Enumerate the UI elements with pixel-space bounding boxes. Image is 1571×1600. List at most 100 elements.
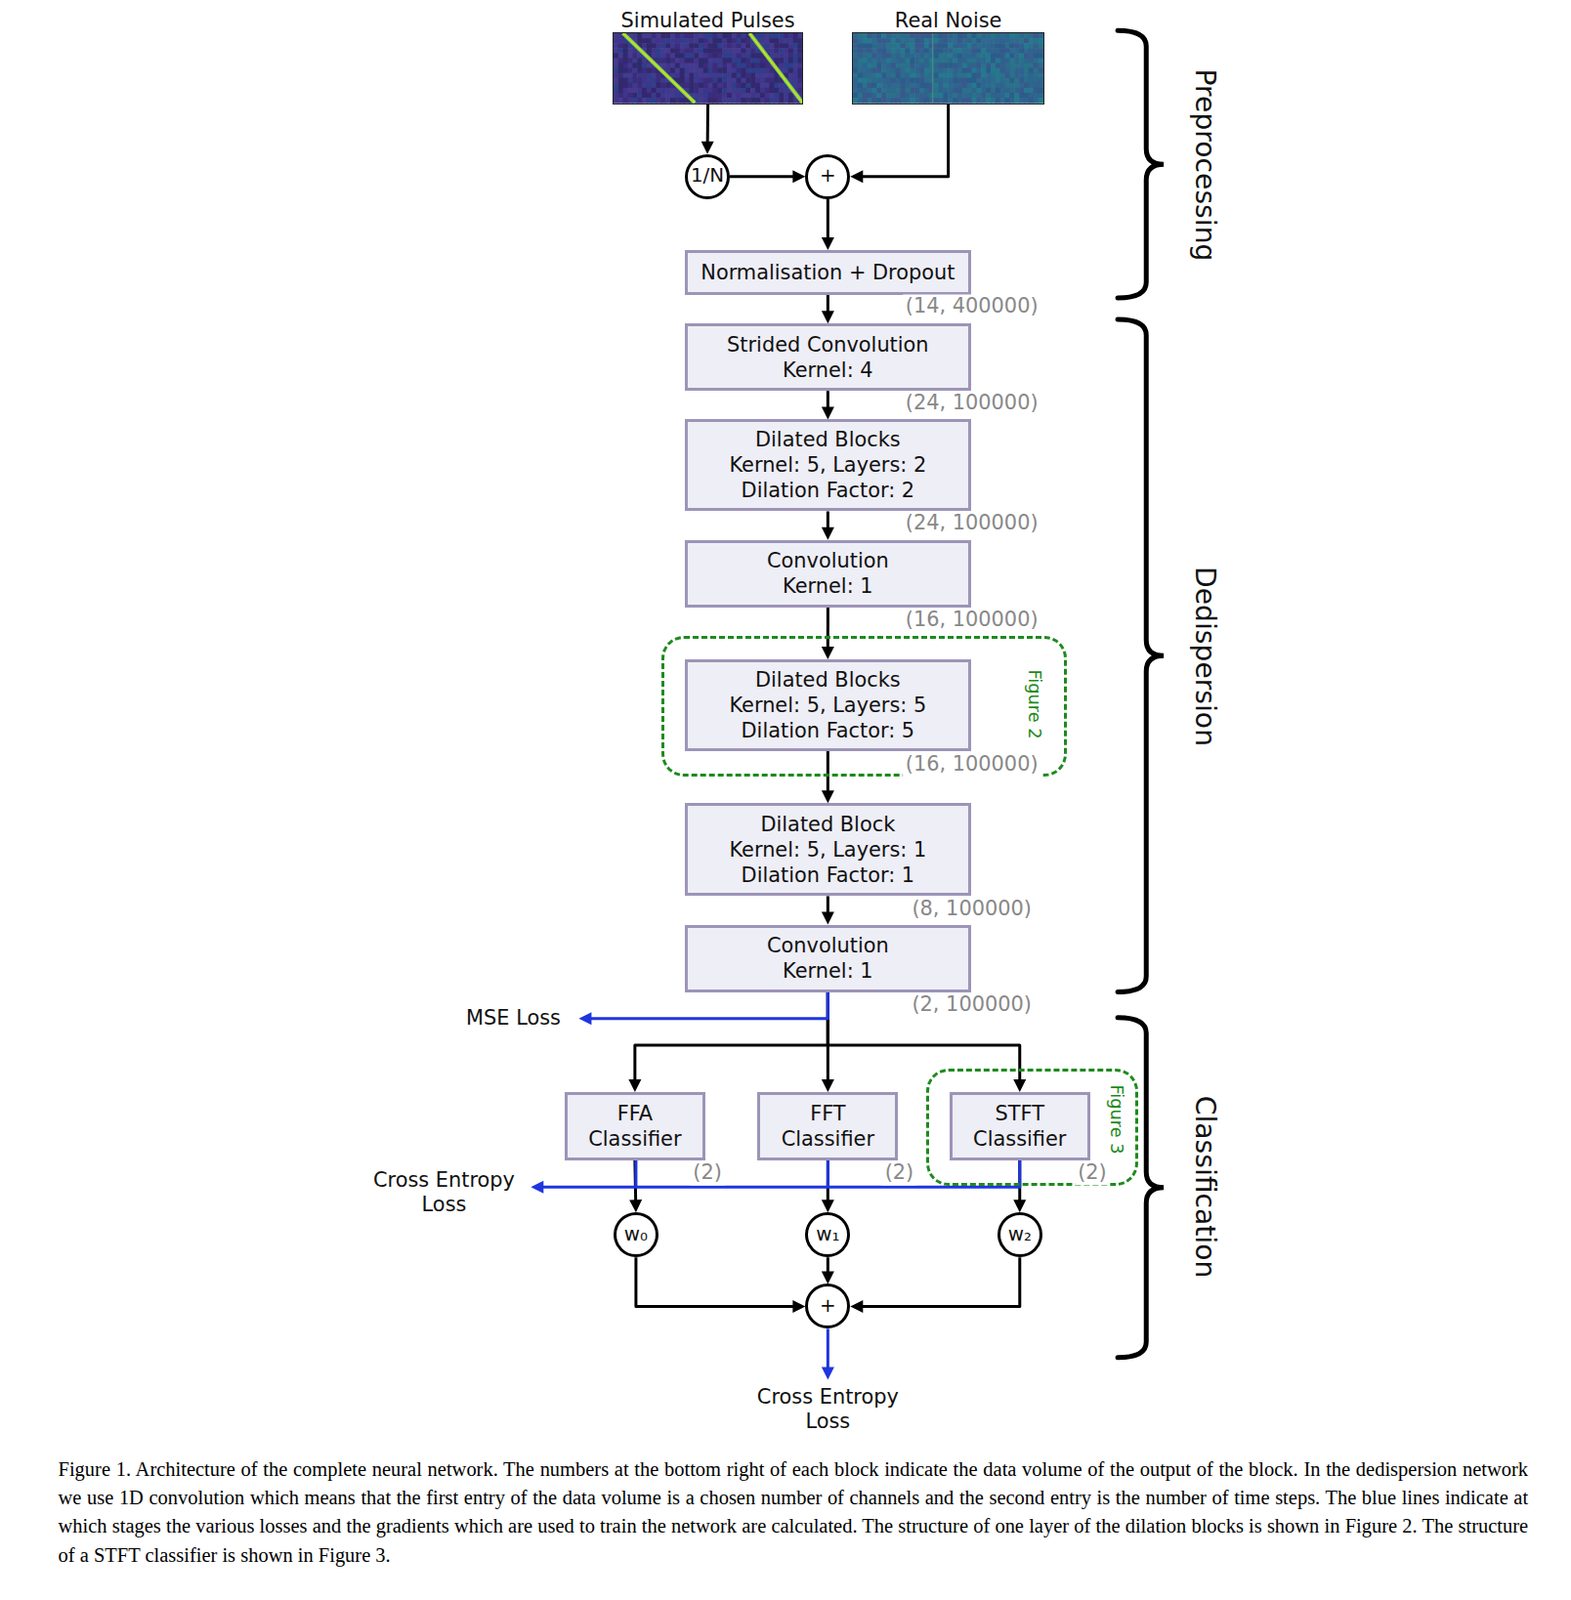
- arrow-head: [629, 1199, 642, 1213]
- box-text: Dilation Factor: 2: [691, 477, 965, 504]
- heatmap-cell: [1000, 39, 1006, 45]
- heatmap-cell: [675, 73, 680, 80]
- heatmap-cell: [675, 58, 680, 65]
- heatmap-cell: [788, 97, 794, 103]
- heatmap-cell: [976, 73, 982, 80]
- heatmap-cell: [952, 43, 958, 50]
- heatmap-cell: [736, 43, 742, 50]
- heatmap-cell: [877, 63, 883, 70]
- heatmap-cell: [1019, 63, 1025, 70]
- heatmap-cell: [778, 97, 784, 103]
- heatmap-cell: [726, 53, 732, 60]
- heatmap-cell: [788, 73, 794, 80]
- heatmap-cell: [736, 33, 742, 40]
- heatmap-cell: [721, 78, 727, 85]
- heatmap-cell: [670, 53, 676, 60]
- heatmap-cell: [1028, 53, 1034, 60]
- heatmap-cell: [750, 78, 756, 85]
- heatmap-cell: [857, 63, 863, 70]
- heatmap-cell: [938, 33, 944, 40]
- heatmap-cell: [1019, 97, 1025, 103]
- heatmap-cell: [900, 58, 906, 65]
- heatmap-cell: [698, 43, 704, 50]
- heatmap-cell: [651, 83, 657, 89]
- heatmap-cell: [768, 97, 774, 103]
- heatmap-cell: [623, 92, 629, 99]
- heatmap-cell: [773, 53, 779, 60]
- heatmap-cell: [872, 39, 878, 45]
- heatmap-cell: [703, 33, 709, 40]
- heatmap-cell: [857, 92, 863, 99]
- heatmap-cell: [698, 87, 704, 94]
- heatmap-cell: [924, 39, 930, 45]
- heatmap-cell: [976, 48, 982, 55]
- heatmap-cell: [929, 83, 935, 89]
- heatmap-cell: [882, 87, 888, 94]
- heatmap-cell: [797, 68, 803, 75]
- heatmap-cell: [962, 78, 968, 85]
- heatmap-cell: [655, 87, 661, 94]
- heatmap-cell: [962, 97, 968, 103]
- heatmap-cell: [957, 73, 963, 80]
- heatmap-cell: [783, 53, 789, 60]
- heatmap-cell: [618, 87, 624, 94]
- heatmap-cell: [929, 87, 935, 94]
- heatmap-cell: [1023, 68, 1029, 75]
- heatmap-cell: [886, 78, 892, 85]
- heatmap-cell: [721, 83, 727, 89]
- heatmap-cell: [915, 63, 921, 70]
- heatmap-cell: [1033, 87, 1039, 94]
- arrow-head: [1013, 1079, 1026, 1093]
- heatmap-cell: [934, 97, 939, 103]
- heatmap-cell: [1019, 68, 1025, 75]
- heatmap-cell: [740, 83, 746, 89]
- heatmap-cell: [768, 87, 774, 94]
- heatmap-cell: [976, 68, 982, 75]
- connector-line: [636, 1257, 795, 1307]
- heatmap-cell: [760, 87, 765, 94]
- process-box: Strided ConvolutionKernel: 4: [684, 323, 972, 391]
- heatmap-cell: [768, 73, 774, 80]
- heatmap-cell: [910, 58, 916, 65]
- heatmap-cell: [1010, 43, 1016, 50]
- heatmap-cell: [726, 58, 732, 65]
- box-text: Dilated Block: [691, 811, 965, 838]
- heatmap-cell: [952, 78, 958, 85]
- heatmap-cell: [872, 53, 878, 60]
- heatmap-cell: [760, 92, 765, 99]
- heatmap-cell: [1019, 83, 1025, 89]
- heatmap-cell: [745, 78, 751, 85]
- loss-label: Cross Entropy Loss: [740, 1385, 915, 1435]
- heatmap-cell: [1023, 97, 1029, 103]
- heatmap-cell: [679, 48, 685, 55]
- heatmap-cell: [740, 58, 746, 65]
- heatmap-cell: [872, 68, 878, 75]
- heatmap-cell: [641, 43, 647, 50]
- heatmap-cell: [651, 48, 657, 55]
- heatmap-cell: [905, 58, 911, 65]
- heatmap-cell: [972, 83, 977, 89]
- heatmap-cell: [1023, 48, 1029, 55]
- heatmap-cell: [793, 83, 799, 89]
- heatmap-cell: [915, 33, 921, 40]
- connector-line: [826, 1160, 830, 1188]
- heatmap-cell: [882, 83, 888, 89]
- heatmap-cell: [1019, 33, 1025, 40]
- heatmap-cell: [660, 97, 666, 103]
- heatmap-cell: [934, 48, 939, 55]
- heatmap-cell: [972, 33, 977, 40]
- heatmap-cell: [891, 68, 896, 75]
- heatmap-cell: [962, 87, 968, 94]
- heatmap-cell: [948, 39, 954, 45]
- heatmap-cell: [986, 78, 992, 85]
- noise-image: Real Noise: [851, 32, 1044, 104]
- heatmap-cell: [1023, 87, 1029, 94]
- heatmap-cell: [670, 63, 676, 70]
- heatmap-cell: [1023, 33, 1029, 40]
- heatmap-cell: [721, 39, 727, 45]
- heatmap-cell: [708, 87, 714, 94]
- heatmap-cell: [872, 83, 878, 89]
- heatmap-cell: [943, 68, 949, 75]
- heatmap-cell: [995, 43, 1001, 50]
- heatmap-cell: [731, 43, 737, 50]
